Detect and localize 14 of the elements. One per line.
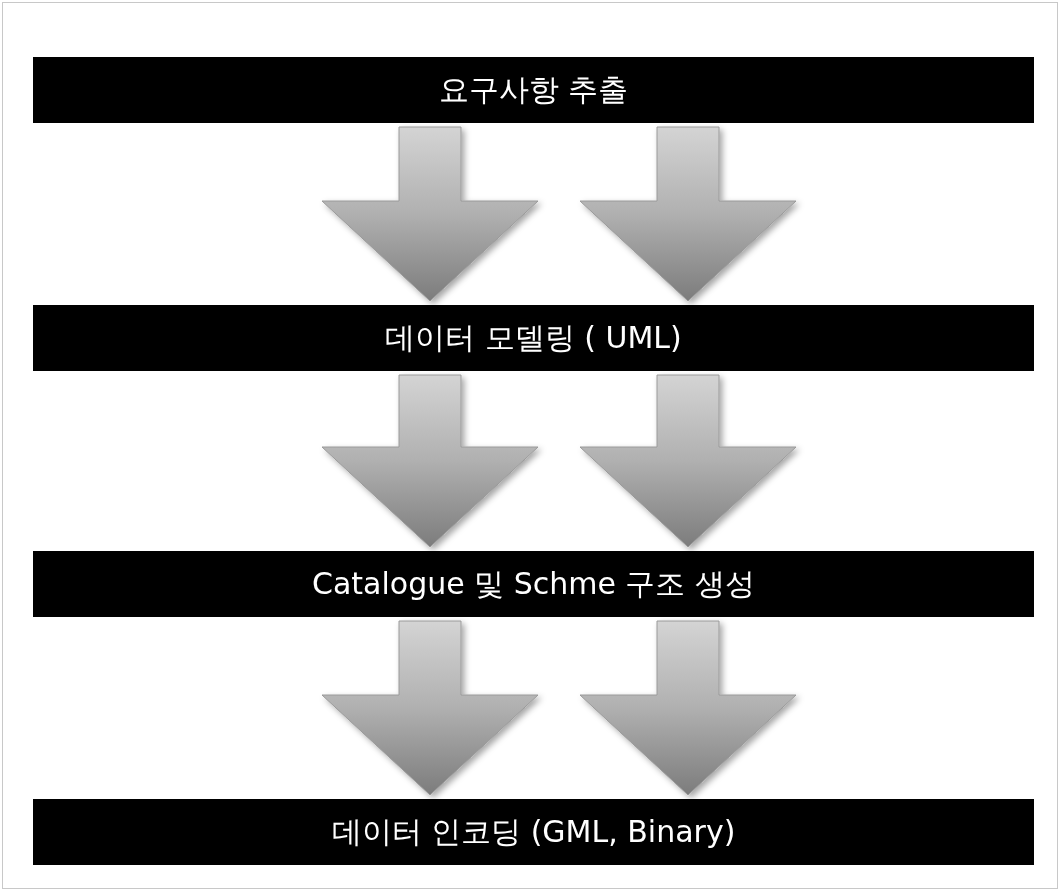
block-arrow bbox=[579, 620, 797, 796]
process-bar bbox=[33, 551, 1034, 617]
process-bar bbox=[33, 305, 1034, 371]
step-label: 요구사항 추출 bbox=[438, 75, 629, 105]
step-label: 데이터 인코딩 (GML, Binary) bbox=[331, 817, 736, 847]
block-arrow bbox=[321, 126, 539, 302]
step-label: Catalogue 및 Schme 구조 생성 bbox=[311, 569, 756, 599]
process-bar bbox=[33, 799, 1034, 865]
block-arrow bbox=[321, 374, 539, 548]
process-bar bbox=[33, 57, 1034, 123]
block-arrow bbox=[579, 126, 797, 302]
block-arrow bbox=[321, 620, 539, 796]
step-label: 데이터 모델링 ( UML) bbox=[385, 323, 682, 353]
block-arrow bbox=[579, 374, 797, 548]
